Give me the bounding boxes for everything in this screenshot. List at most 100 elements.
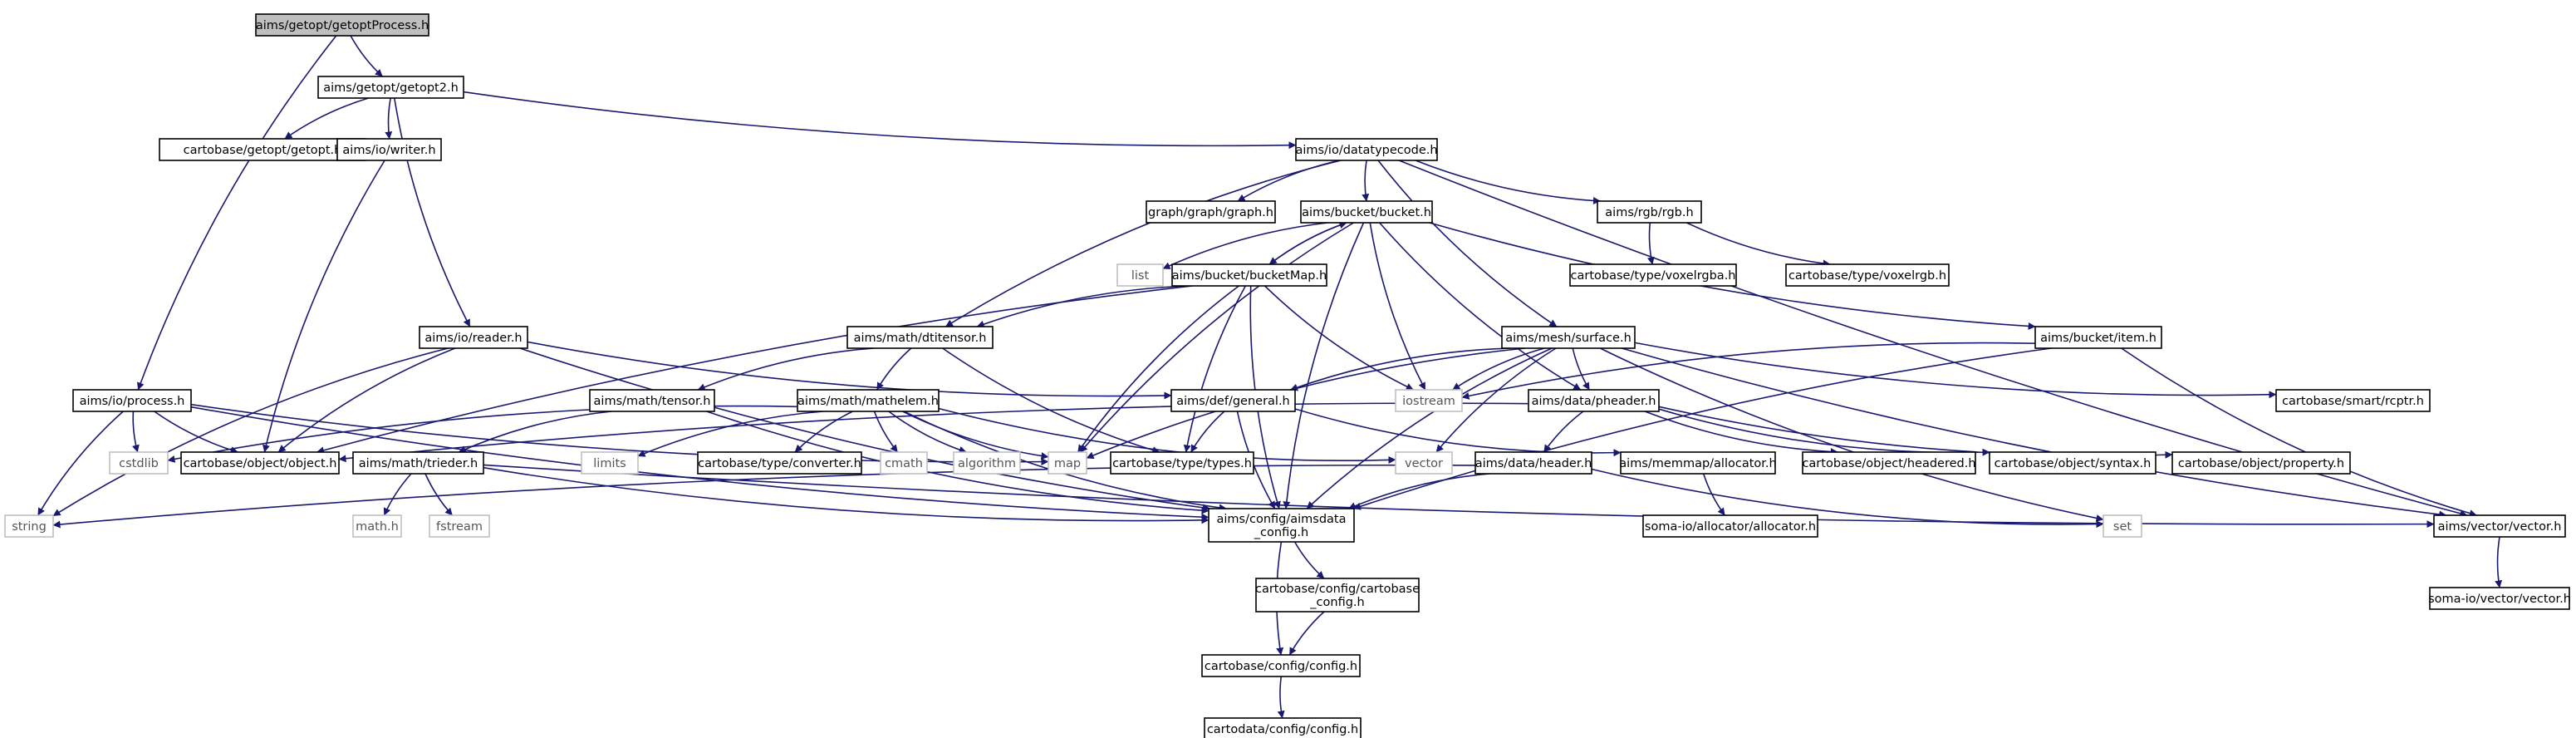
edge-bucketMap-to-iostream: [1264, 285, 1414, 391]
node-getopt2[interactable]: aims/getopt/getopt2.h: [317, 76, 464, 99]
edge-writer-to-object: [262, 160, 385, 453]
edge-item-to-aimsdata_config: [1353, 347, 2052, 510]
node-label-cartobase_config: _config.h: [1309, 596, 1364, 609]
node-somavector[interactable]: soma-io/vector/vector.h: [2428, 587, 2571, 610]
edge-vectorh-to-somavector: [2495, 536, 2503, 588]
edge-getopt2-to-reader: [394, 97, 471, 327]
node-aimsdata_config[interactable]: aims/config/aimsdata_config.h: [1208, 508, 1355, 543]
edge-process-to-object: [154, 411, 238, 454]
node-property[interactable]: cartobase/object/property.h: [2171, 451, 2351, 475]
node-somaalloc[interactable]: soma-io/allocator/allocator.h: [1642, 514, 1818, 538]
edge-config-to-cartodata_config: [1277, 676, 1285, 719]
node-box-cgetopt: [159, 138, 366, 161]
node-tensor[interactable]: aims/math/tensor.h: [589, 389, 715, 412]
node-vector: vector: [1395, 451, 1453, 475]
node-box-bucketMap: [1171, 263, 1327, 287]
node-writer[interactable]: aims/io/writer.h: [336, 138, 442, 161]
node-label-tensor: aims/math/tensor.h: [594, 395, 711, 408]
node-box-list: [1116, 263, 1164, 287]
node-voxelrgb[interactable]: cartobase/type/voxelrgb.h: [1785, 263, 1950, 287]
node-box-rcptr: [2275, 389, 2431, 412]
edge-allocator-to-somaalloc: [1702, 473, 1725, 516]
node-bucketMap[interactable]: aims/bucket/bucketMap.h: [1171, 263, 1327, 287]
edge-cartobase_config-to-config: [1288, 611, 1325, 656]
edge-process-to-string: [37, 411, 124, 516]
node-limits: limits: [581, 451, 639, 475]
node-surface[interactable]: aims/mesh/surface.h: [1501, 326, 1636, 349]
node-box-cmath: [880, 451, 928, 475]
node-rcptr[interactable]: cartobase/smart/rcptr.h: [2275, 389, 2431, 412]
node-label-headered: cartobase/object/headered.h: [1802, 457, 1975, 470]
node-graph[interactable]: graph/graph/graph.h: [1146, 200, 1276, 224]
edge-tensor-to-aimsdata_config: [706, 411, 1209, 514]
node-mathelem[interactable]: aims/math/mathelem.h: [797, 389, 940, 412]
node-getoptProcess[interactable]: aims/getopt/getoptProcess.h: [255, 13, 429, 37]
node-label-voxelrgb: cartobase/type/voxelrgb.h: [1788, 269, 1946, 283]
edge-bucket-to-iostream: [1369, 222, 1426, 391]
node-cartodata_config[interactable]: cartodata/config/config.h: [1204, 717, 1362, 738]
edge-bucket-to-item: [1429, 222, 2036, 330]
node-converter[interactable]: cartobase/type/converter.h: [697, 451, 862, 475]
node-box-reader: [419, 326, 528, 349]
node-general[interactable]: aims/def/general.h: [1170, 389, 1296, 412]
edge-trieder-to-aimsdata_config: [483, 466, 1209, 524]
node-box-map: [1048, 451, 1087, 475]
edge-mathelem-to-converter: [794, 411, 853, 453]
node-box-header: [1474, 451, 1592, 475]
edge-process-to-cstdlib: [132, 411, 140, 453]
edge-surface-to-pheader: [1572, 347, 1590, 391]
node-label-getoptProcess: aims/getopt/getoptProcess.h: [256, 19, 429, 32]
node-trieder[interactable]: aims/math/trieder.h: [352, 451, 484, 475]
node-header[interactable]: aims/data/header.h: [1474, 451, 1592, 475]
node-label-mathelem: aims/math/mathelem.h: [797, 395, 939, 408]
node-cartobase_config[interactable]: cartobase/config/cartobase_config.h: [1255, 578, 1420, 613]
node-config[interactable]: cartobase/config/config.h: [1201, 654, 1361, 677]
node-syntax[interactable]: cartobase/object/syntax.h: [1989, 451, 2156, 475]
edge-header-to-aimsdata_config: [1347, 473, 1490, 509]
node-pheader[interactable]: aims/data/pheader.h: [1528, 389, 1660, 412]
node-headered[interactable]: cartobase/object/headered.h: [1802, 451, 1976, 475]
node-process[interactable]: aims/io/process.h: [72, 389, 192, 412]
node-box-iostream: [1395, 389, 1463, 412]
node-allocator[interactable]: aims/memmap/allocator.h: [1619, 451, 1777, 475]
node-algorithm: algorithm: [953, 451, 1021, 475]
edge-item-to-iostream: [1461, 342, 2036, 400]
node-label-general: aims/def/general.h: [1176, 395, 1290, 408]
node-label-mathh: math.h: [356, 520, 399, 534]
node-label-property: cartobase/object/property.h: [2178, 457, 2344, 470]
node-box-bucket: [1300, 200, 1433, 224]
node-object[interactable]: cartobase/object/object.h: [180, 451, 340, 475]
node-reader[interactable]: aims/io/reader.h: [419, 326, 528, 349]
edge-trieder-to-mathh: [383, 473, 412, 516]
node-box-mathh: [352, 514, 402, 538]
edge-getopt2-to-datatypecode: [463, 91, 1297, 150]
node-label-pheader: aims/data/pheader.h: [1532, 395, 1656, 408]
node-label-syntax: cartobase/object/syntax.h: [1995, 457, 2152, 470]
node-rgb[interactable]: aims/rgb/rgb.h: [1597, 200, 1702, 224]
node-box-mathelem: [797, 389, 940, 412]
node-box-cstdlib: [109, 451, 169, 475]
node-item[interactable]: aims/bucket/item.h: [2034, 326, 2162, 349]
node-datatypecode[interactable]: aims/io/datatypecode.h: [1295, 138, 1438, 161]
edge-pheader-to-header: [1543, 411, 1584, 453]
edge-tensor-to-trieder: [458, 411, 612, 453]
node-box-voxelrgb: [1785, 263, 1950, 287]
node-label-fstream: fstream: [436, 520, 483, 534]
node-types[interactable]: cartobase/type/types.h: [1110, 451, 1254, 475]
node-dtitensor[interactable]: aims/math/dtitensor.h: [846, 326, 994, 349]
node-label-item: aims/bucket/item.h: [2040, 332, 2156, 345]
edge-item-to-vectorh: [2121, 347, 2477, 517]
node-label-dtitensor: aims/math/dtitensor.h: [854, 332, 987, 345]
node-bucket[interactable]: aims/bucket/bucket.h: [1300, 200, 1433, 224]
edge-reader-to-string: [52, 347, 449, 517]
edge-surface-to-aimsdata_config: [1306, 347, 1553, 509]
node-voxelrgba[interactable]: cartobase/type/voxelrgba.h: [1569, 263, 1737, 287]
node-box-fstream: [429, 514, 490, 538]
node-label-object: cartobase/object/object.h: [184, 457, 337, 470]
edge-surface-to-map: [1086, 347, 1526, 460]
node-vectorh[interactable]: aims/vector/vector.h: [2433, 514, 2566, 538]
node-box-property: [2171, 451, 2351, 475]
node-cgetopt[interactable]: cartobase/getopt/getopt.h: [159, 138, 366, 161]
edge-bucket-to-bucketMap: [1268, 222, 1347, 265]
